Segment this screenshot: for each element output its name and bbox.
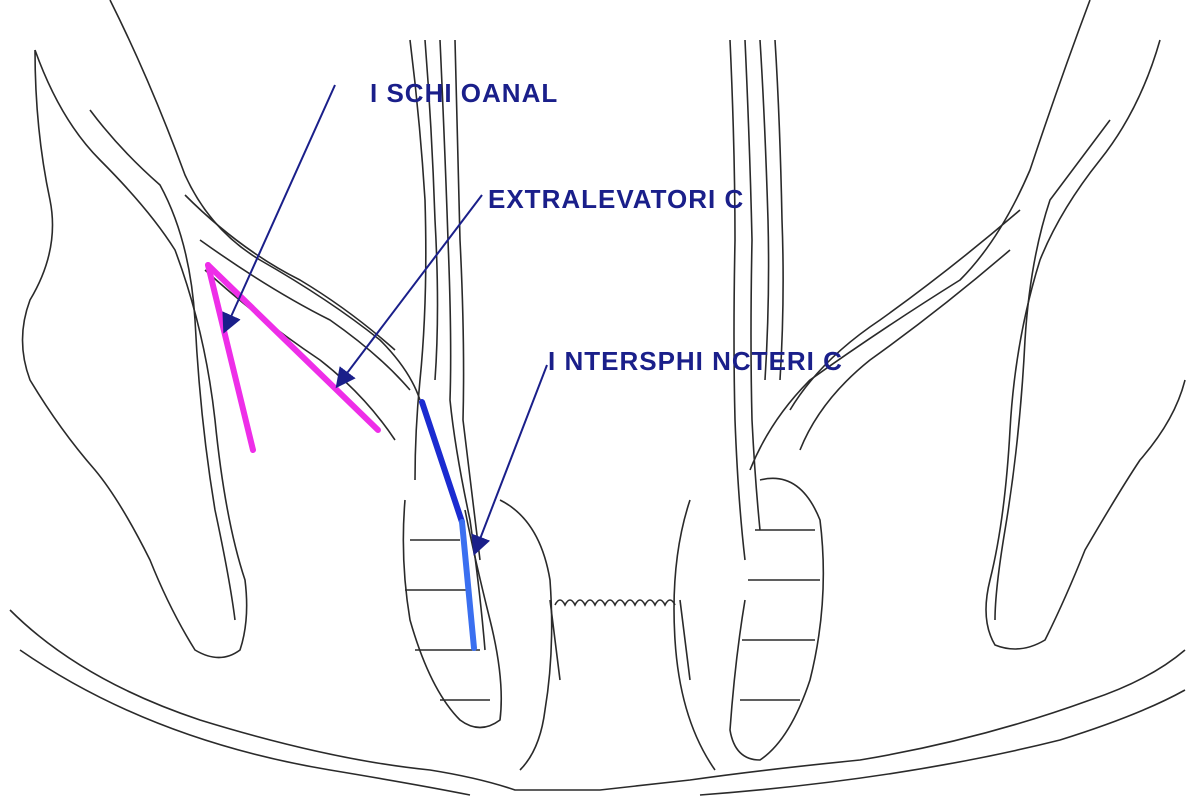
anal-crypts (555, 600, 675, 605)
extralevatoric-label: EXTRALEVATORI C (488, 184, 744, 215)
outline-sketch (10, 0, 1185, 795)
pointer-arrows (225, 85, 547, 552)
left-levator (110, 0, 420, 400)
extralevatoric-arrow (338, 195, 482, 385)
right-rectal-wall (730, 40, 745, 560)
intersphincteric-arrow (475, 365, 547, 552)
ischioanal-track-upper (208, 265, 378, 430)
intersphincteric-label: I NTERSPHI NCTERI C (548, 346, 843, 377)
left-sphincter (403, 500, 501, 728)
left-pelvic-bone (23, 50, 247, 658)
intersphincteric-track-upper (422, 402, 462, 522)
right-sphincter (730, 478, 823, 760)
ischioanal-label: I SCHI OANAL (370, 78, 558, 109)
right-pelvic-bone (986, 40, 1185, 649)
right-levator (750, 0, 1090, 470)
